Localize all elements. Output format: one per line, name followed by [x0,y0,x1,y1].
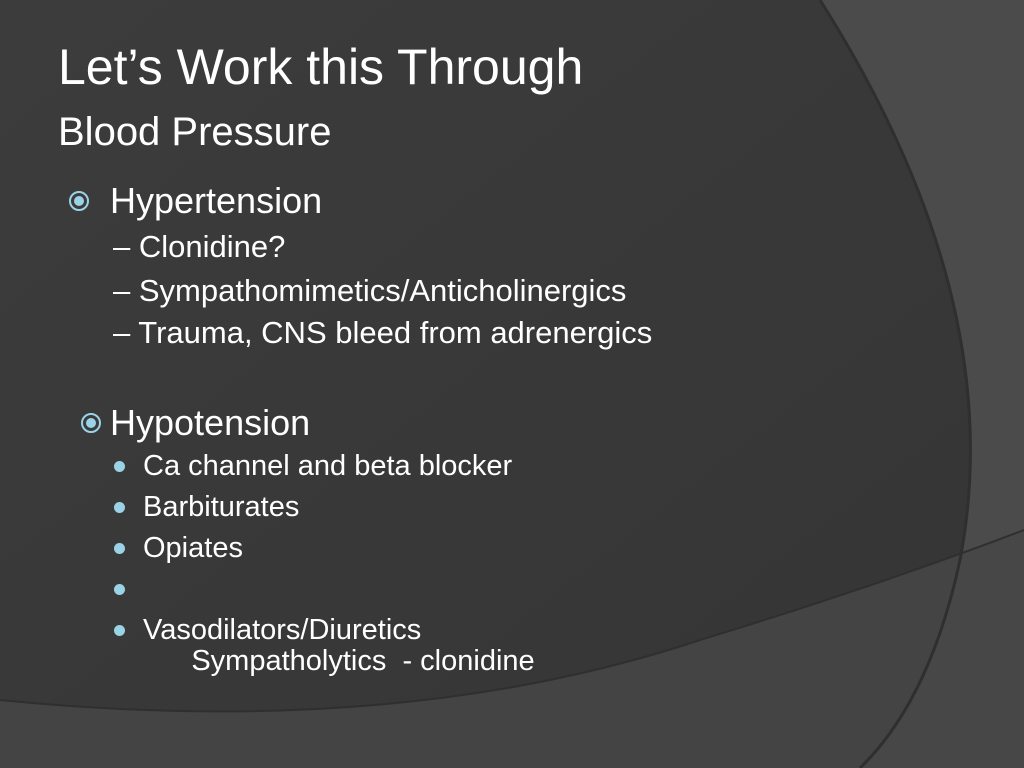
sub-bullet-clonidine: – Clonidine? [113,229,286,264]
sub-bullet-sympathomimetics: – Sympathomimetics/Anticholinergics [113,273,627,308]
sub-bullet-opiates-label: Opiates [143,532,243,564]
bullet-hypotension: Hypotension [81,402,311,444]
background-panel-edge [818,0,972,768]
slide-subtitle: Blood Pressure [58,110,332,154]
sub-bullet-sympatholytics: Sympatholytics - clonidine [114,571,535,715]
bullet-hypotension-label: Hypotension [110,402,311,443]
sub-bullet-ca-channel: Ca channel and beta blocker [114,448,513,484]
bullet-hypertension: Hypertension [69,180,323,222]
circled-dot-icon [81,413,101,433]
filled-dot-icon [114,584,125,595]
sub-bullet-opiates: Opiates [114,530,243,566]
sub-bullet-sympatholytics-label: Sympatholytics - clonidine [191,645,535,677]
filled-dot-icon [114,502,125,513]
background-sweep [0,530,1024,768]
sub-bullet-ca-channel-label: Ca channel and beta blocker [143,450,513,482]
sub-bullet-trauma: – Trauma, CNS bleed from adrenergics [113,315,653,350]
bullet-hypertension-label: Hypertension [110,180,323,221]
slide-title: Let’s Work this Through [58,39,584,95]
filled-dot-icon [114,543,125,554]
background-panel [0,0,971,768]
sub-bullet-vasodilators: Vasodilators/Diuretics [114,612,422,648]
filled-dot-icon [114,625,125,636]
sub-bullet-barbiturates: Barbiturates [114,489,300,525]
sub-bullet-barbiturates-label: Barbiturates [143,491,300,523]
sub-bullet-vasodilators-label: Vasodilators/Diuretics [143,614,422,646]
filled-dot-icon [114,461,125,472]
background-sweep-edge [0,529,1024,713]
circled-dot-icon [69,191,89,211]
